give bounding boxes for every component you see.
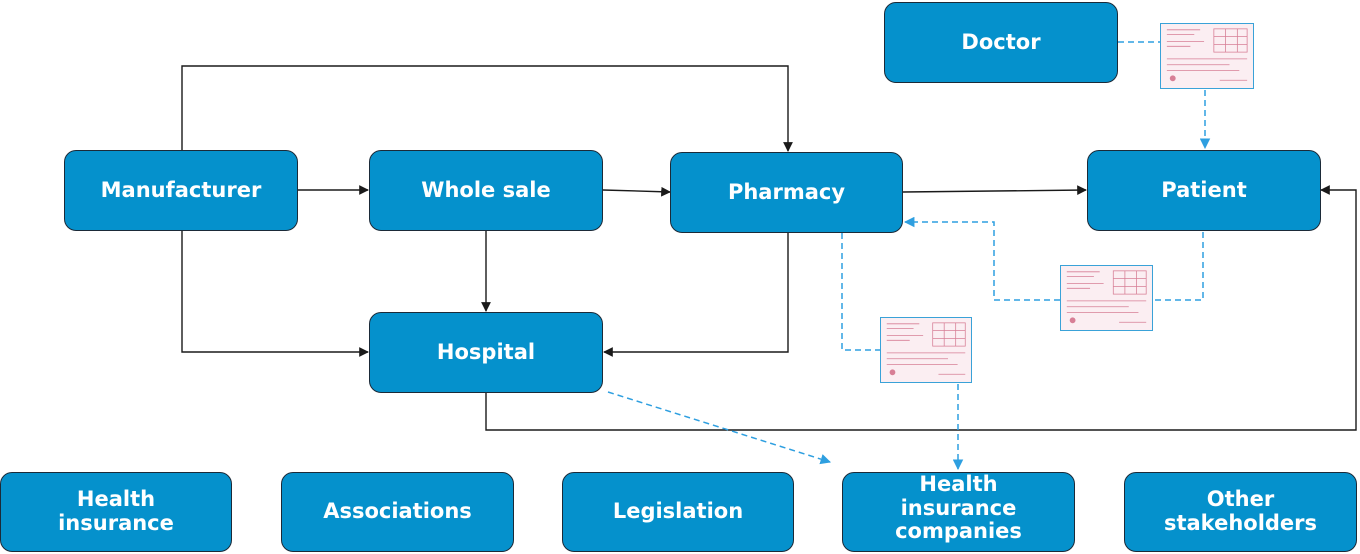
node-doctor: Doctor bbox=[884, 2, 1118, 83]
edge-patient-form bbox=[1153, 232, 1204, 301]
edge-manufacturer-pharmacy-top bbox=[181, 65, 793, 152]
edge-form-pharmacy bbox=[903, 216, 1060, 301]
node-health-insurance-companies: Health insurance companies bbox=[842, 472, 1075, 552]
node-other-stakeholders: Other stakeholders bbox=[1124, 472, 1357, 552]
edge-hospital-patient bbox=[485, 185, 1357, 431]
node-manufacturer: Manufacturer bbox=[64, 150, 298, 231]
edge-manufacturer-hospital bbox=[181, 231, 369, 357]
node-pharmacy: Pharmacy bbox=[670, 152, 903, 233]
edge-pharmacy-patient bbox=[902, 185, 1087, 195]
edge-hospital-insurance bbox=[607, 391, 832, 465]
node-patient: Patient bbox=[1087, 150, 1321, 231]
prescription-form-icon bbox=[1060, 265, 1153, 331]
node-hospital: Hospital bbox=[369, 312, 603, 393]
prescription-form-icon bbox=[1160, 23, 1254, 89]
node-health-insurance: Health insurance bbox=[0, 472, 232, 552]
node-legislation: Legislation bbox=[562, 472, 794, 552]
edge-pharmacy-hospital bbox=[603, 233, 789, 357]
edge-wholesale-pharmacy bbox=[602, 186, 671, 197]
prescription-form-icon bbox=[880, 317, 972, 383]
edge-pharmacy-form bbox=[841, 233, 880, 351]
node-wholesale: Whole sale bbox=[369, 150, 603, 231]
node-associations: Associations bbox=[281, 472, 514, 552]
